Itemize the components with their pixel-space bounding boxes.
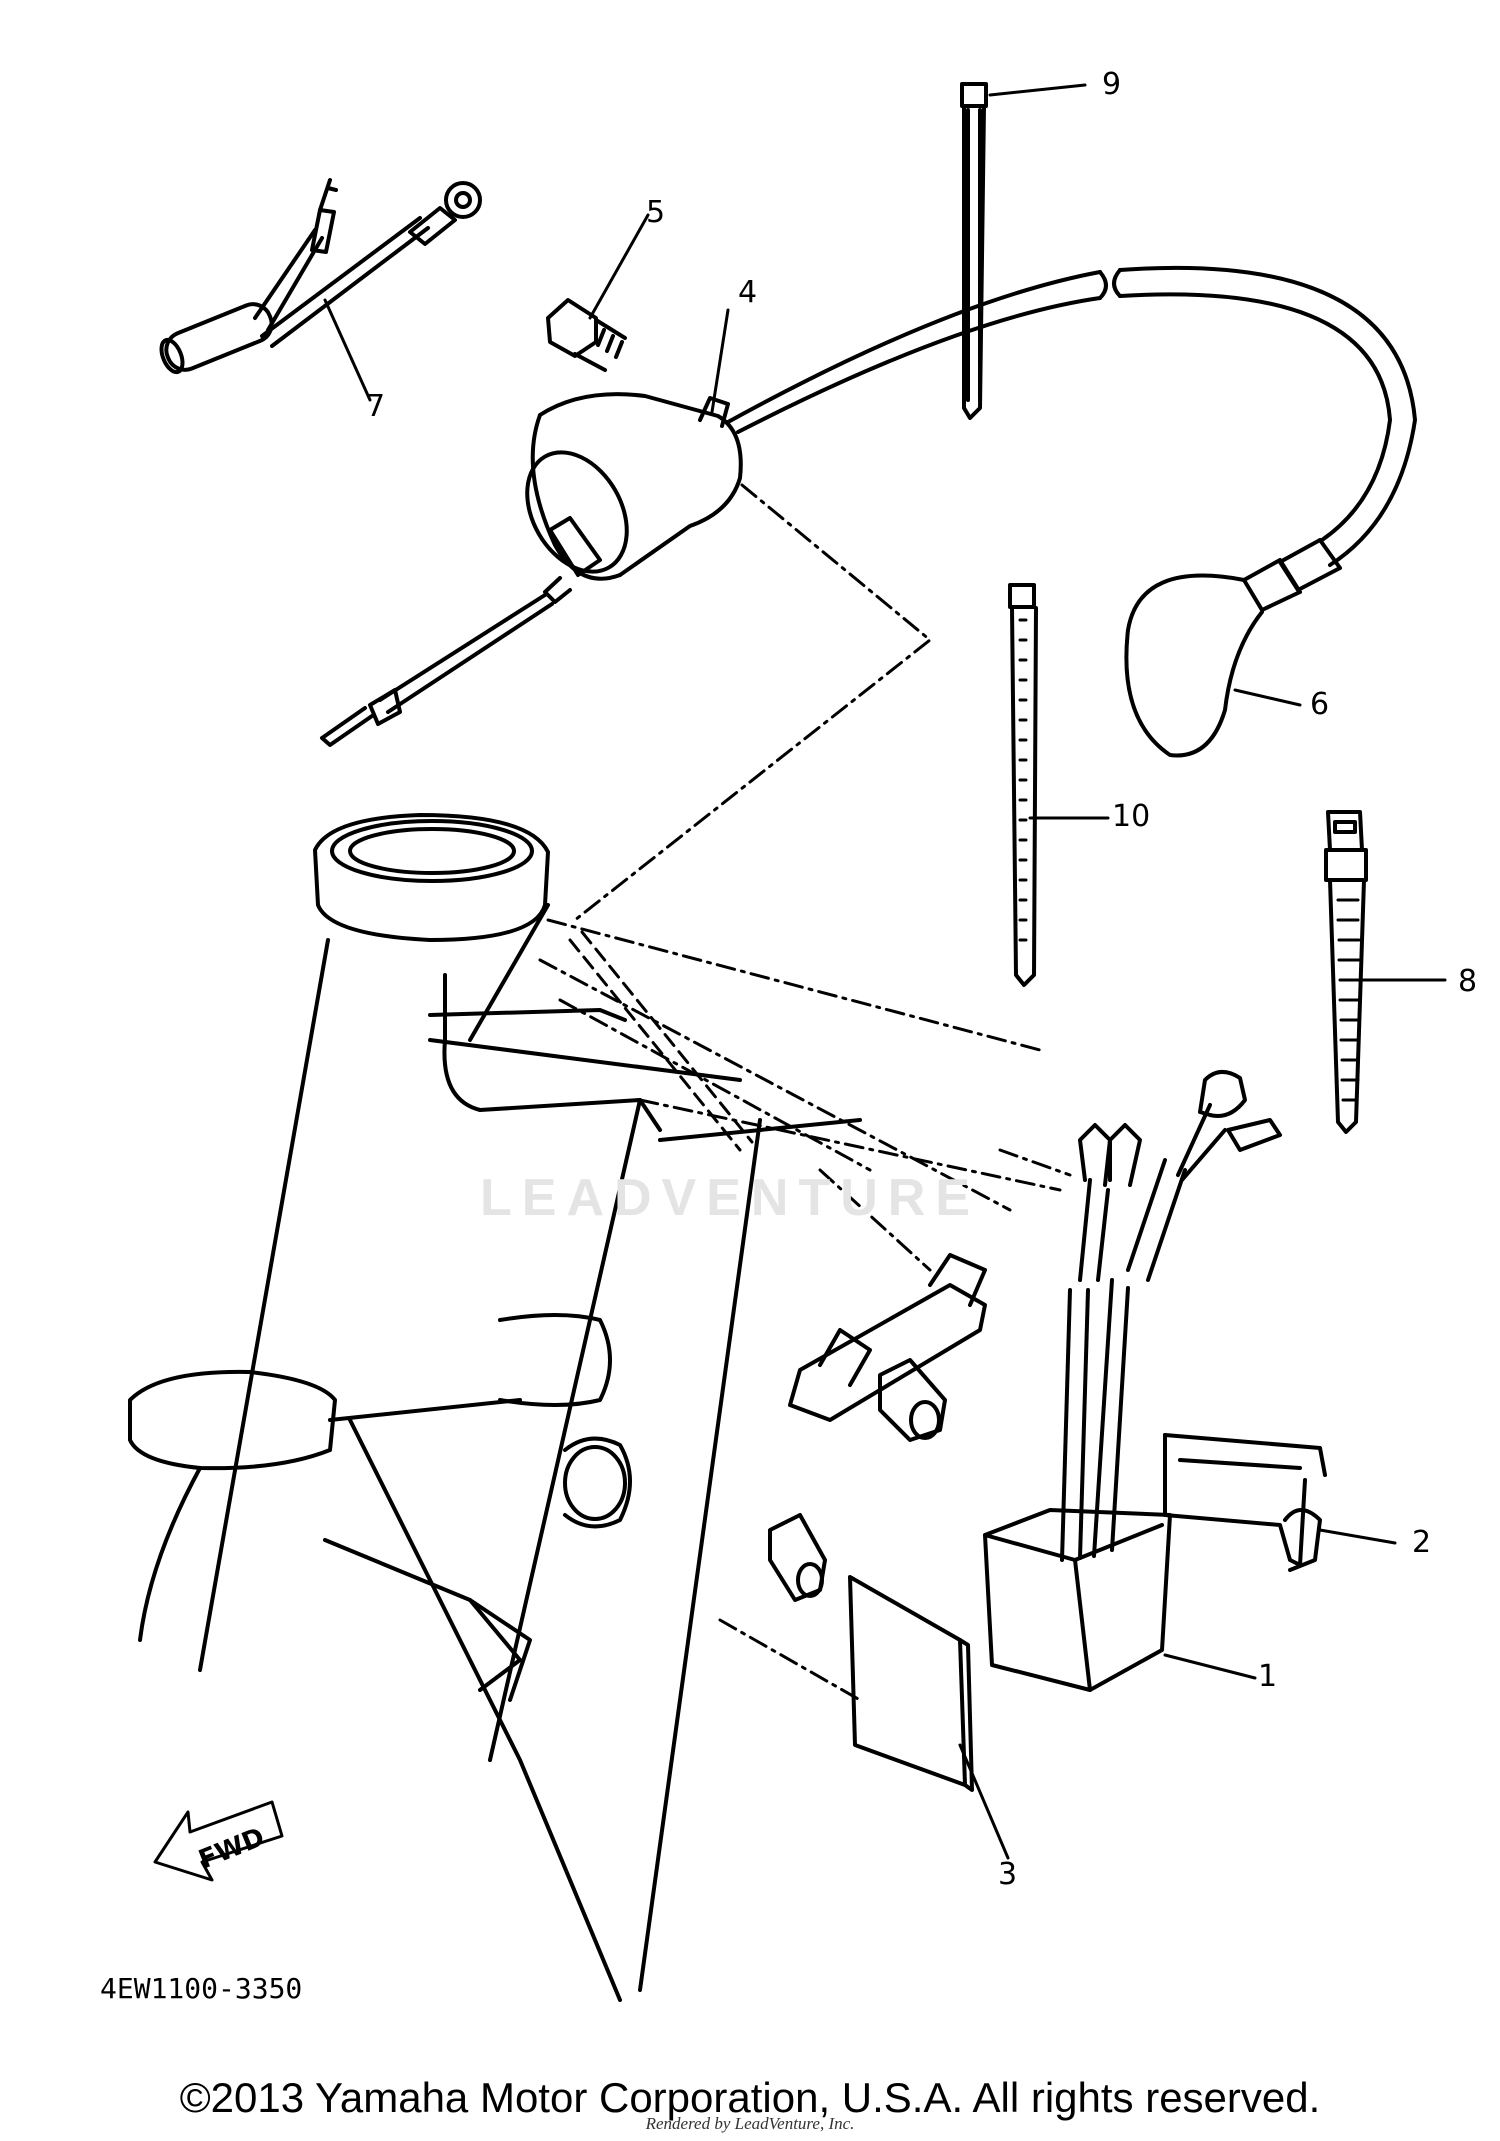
ignition-coil-part-4	[320, 392, 743, 747]
fwd-label: FWD	[195, 1822, 269, 1875]
cdi-unit-part-1	[983, 1070, 1282, 1692]
callout-10: 10	[1112, 799, 1151, 834]
frame-head-pipe	[128, 813, 550, 1672]
callout-3: 3	[998, 1857, 1018, 1892]
callout-1: 1	[1258, 1659, 1278, 1694]
watermark-text: LEADVENTURE	[480, 1169, 981, 1227]
callout-9: 9	[1102, 67, 1122, 102]
damper-pad-part-3	[848, 1575, 974, 1792]
plug-cap-part-6	[726, 265, 1417, 758]
cable-tie-part-9	[960, 82, 988, 420]
callout-4: 4	[738, 275, 758, 310]
bolt-part-5	[546, 298, 627, 372]
mounting-collars	[768, 1253, 987, 1602]
wire-lead-part-7	[159, 178, 482, 375]
callout-6: 6	[1310, 687, 1330, 722]
bracket-part-2	[1163, 1433, 1327, 1572]
cable-tie-part-10	[1008, 583, 1038, 987]
rendered-by-credit: Rendered by LeadVenture, Inc.	[645, 2114, 855, 2133]
band-part-8	[1324, 810, 1368, 1134]
leader-lines	[323, 83, 1447, 1860]
frame-gusset-and-rails	[323, 973, 862, 2002]
callout-5: 5	[646, 195, 666, 230]
hidden-line-dashes	[568, 930, 754, 1152]
fwd-arrow: FWD	[153, 1800, 284, 1882]
copyright-notice: ©2013 Yamaha Motor Corporation, U.S.A. A…	[179, 2074, 1321, 2121]
callout-8: 8	[1458, 964, 1478, 999]
callout-2: 2	[1412, 1525, 1432, 1560]
diagram-code: 4EW1100-3350	[100, 1972, 303, 2005]
callout-7: 7	[366, 389, 386, 424]
